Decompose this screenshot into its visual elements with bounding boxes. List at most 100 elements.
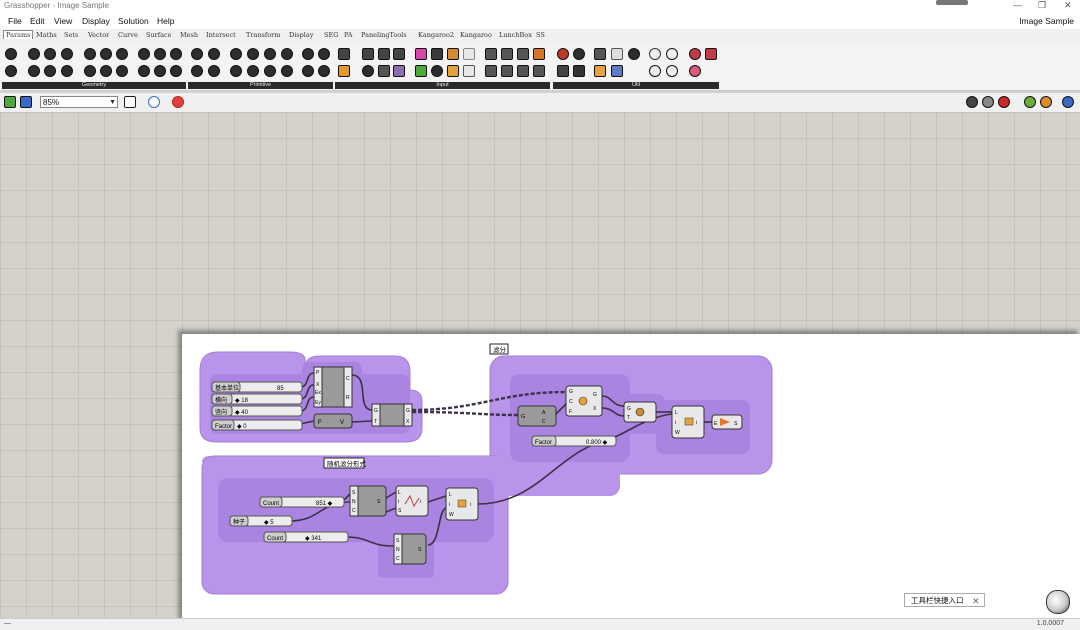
menu-solution[interactable]: Solution: [118, 16, 149, 26]
path-param-icon[interactable]: [318, 48, 330, 60]
expression-icon[interactable]: [705, 48, 717, 60]
data-param-icon[interactable]: [281, 65, 293, 77]
random-component[interactable]: S N C S: [349, 485, 387, 517]
scribble-top[interactable]: 滤分: [489, 343, 509, 355]
arrow-outline-icon[interactable]: [649, 65, 661, 77]
open-file-icon[interactable]: [4, 96, 16, 108]
shader-param-icon[interactable]: [247, 65, 259, 77]
slider-factor-left[interactable]: Factor ◆ 0: [211, 419, 303, 431]
slider-vertical[interactable]: 竖向 ◆ 40: [211, 405, 303, 417]
custom-preview-component[interactable]: E S: [711, 414, 743, 430]
point-param-icon[interactable]: [28, 65, 40, 77]
gradient-control-icon[interactable]: [447, 65, 459, 77]
minimize-button[interactable]: —: [1013, 0, 1022, 10]
plane-param-icon[interactable]: [5, 65, 17, 77]
tab-kangaroo[interactable]: Kangaroo: [460, 31, 492, 39]
fuzzy-icon[interactable]: [689, 48, 701, 60]
panel-icon[interactable]: [338, 65, 350, 77]
colour-param-icon[interactable]: [230, 48, 242, 60]
geometry-param-icon[interactable]: [116, 48, 128, 60]
cherry-picker-icon[interactable]: [557, 48, 569, 60]
atom-data-icon[interactable]: [533, 65, 545, 77]
save-icon[interactable]: [20, 96, 32, 108]
colour-picker-icon[interactable]: [415, 48, 427, 60]
guid-param-icon[interactable]: [264, 65, 276, 77]
integer-param-icon[interactable]: [208, 48, 220, 60]
sketch-icon[interactable]: [463, 65, 475, 77]
md-slider-icon[interactable]: [431, 65, 443, 77]
scale-component[interactable]: G C F G X: [565, 385, 603, 417]
boolean-toggle-icon[interactable]: [338, 48, 350, 60]
tab-display[interactable]: Display: [289, 31, 314, 39]
tab-seg[interactable]: SEG: [324, 31, 339, 39]
area-component[interactable]: G A C: [517, 405, 557, 427]
control-knob-icon[interactable]: [362, 65, 374, 77]
tab-ss[interactable]: SS: [536, 31, 545, 39]
mdsl-icon[interactable]: [485, 48, 497, 60]
colour-swatch-icon[interactable]: [463, 48, 475, 60]
eye-icon[interactable]: [148, 96, 160, 108]
transform-param-icon[interactable]: [138, 65, 150, 77]
preview-selected-icon[interactable]: [1040, 96, 1052, 108]
slider-factor-right[interactable]: Factor 0.800 ◆: [531, 435, 617, 447]
menu-view[interactable]: View: [54, 16, 73, 26]
clock-icon[interactable]: [393, 48, 405, 60]
slider-base-unit[interactable]: 基本单位 85: [211, 381, 303, 393]
boolean-param-icon[interactable]: [191, 48, 203, 60]
import-pdb-icon[interactable]: [517, 48, 529, 60]
list-item-component-2[interactable]: L i W i: [445, 487, 479, 521]
tab-curve[interactable]: Curve: [118, 31, 138, 39]
timer-icon[interactable]: [666, 65, 678, 77]
number-slider-icon[interactable]: [431, 48, 443, 60]
menu-edit[interactable]: Edit: [30, 16, 45, 26]
flask-icon[interactable]: [689, 65, 701, 77]
slider-count-top[interactable]: Count 851 ◆: [259, 496, 345, 508]
cluster-icon[interactable]: [594, 65, 606, 77]
import-image-icon[interactable]: [533, 48, 545, 60]
location-param-icon[interactable]: [170, 65, 182, 77]
circle-param-icon[interactable]: [44, 48, 56, 60]
window-drag-handle[interactable]: [936, 0, 968, 5]
menu-display[interactable]: Display: [82, 16, 110, 26]
pen-icon[interactable]: [611, 48, 623, 60]
button-icon[interactable]: [362, 48, 374, 60]
box-param-icon[interactable]: [5, 48, 17, 60]
data-dam-icon[interactable]: [594, 48, 606, 60]
curve-param-icon[interactable]: [84, 48, 96, 60]
preview-off-icon[interactable]: [966, 96, 978, 108]
tab-sets[interactable]: Sets: [64, 31, 79, 39]
tab-maths[interactable]: Maths: [36, 31, 57, 39]
tab-transform[interactable]: Transform: [246, 31, 281, 39]
subd-param-icon[interactable]: [154, 65, 166, 77]
galapagos-icon[interactable]: [628, 48, 640, 60]
import-svg-icon[interactable]: [501, 48, 513, 60]
domain-param-icon[interactable]: [264, 48, 276, 60]
import-3dm-icon[interactable]: [501, 65, 513, 77]
navigation-compass-icon[interactable]: [1046, 590, 1070, 614]
rectangle-component[interactable]: P X Ex Ey C R: [313, 366, 353, 408]
arrow-right-icon[interactable]: [649, 48, 661, 60]
domain2-param-icon[interactable]: [281, 48, 293, 60]
tab-intersect[interactable]: Intersect: [206, 31, 236, 39]
rectangle-param-icon[interactable]: [44, 65, 56, 77]
read-file-icon[interactable]: [485, 65, 497, 77]
move-component[interactable]: G T: [623, 401, 657, 423]
document-preview-icon[interactable]: [1062, 96, 1074, 108]
close-icon[interactable]: ✕: [971, 596, 980, 606]
import-coordinates-icon[interactable]: [517, 65, 529, 77]
brep-param-icon[interactable]: [28, 48, 40, 60]
search-icon[interactable]: [666, 48, 678, 60]
cull-component[interactable]: L i S i: [395, 485, 429, 517]
culture-param-icon[interactable]: [318, 65, 330, 77]
mesh-component[interactable]: G T G X: [371, 403, 413, 427]
random-component-2[interactable]: S N C S: [393, 533, 427, 565]
vector-param-icon[interactable]: [100, 65, 112, 77]
field-param-icon[interactable]: [100, 48, 112, 60]
sketch-pen-icon[interactable]: [172, 96, 184, 108]
zoom-select[interactable]: 85% ▼: [40, 96, 118, 108]
tab-pa[interactable]: PA: [344, 31, 353, 39]
complex-param-icon[interactable]: [247, 48, 259, 60]
mesh-face-param-icon[interactable]: [116, 65, 128, 77]
line-param-icon[interactable]: [154, 48, 166, 60]
tab-panelingtools[interactable]: PanelingTools: [361, 31, 407, 39]
